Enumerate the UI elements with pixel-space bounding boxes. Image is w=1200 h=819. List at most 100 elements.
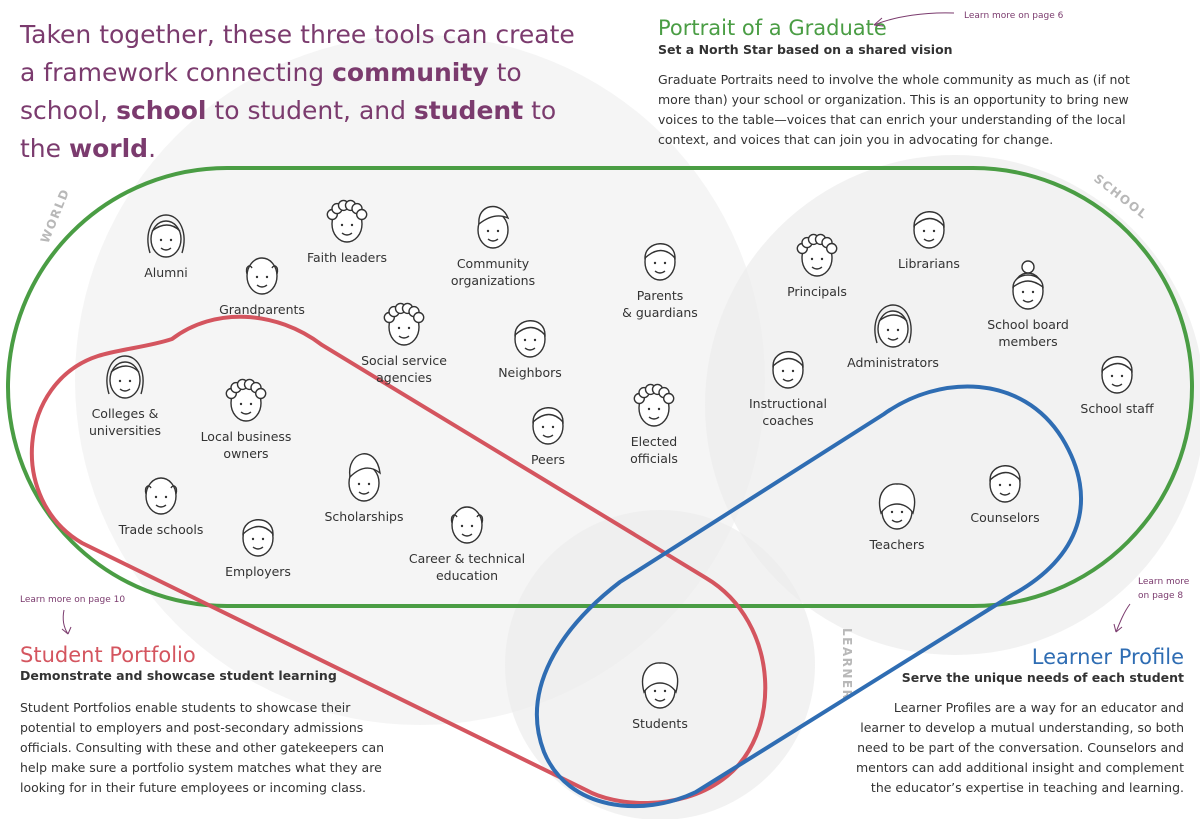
person-students: Students [632, 662, 688, 731]
portrait-subtitle: Set a North Star based on a shared visio… [658, 42, 953, 57]
person-label: Employers [225, 564, 291, 579]
person-neighbors: Neighbors [498, 320, 562, 380]
person-face-icon [225, 378, 267, 422]
person-label-line2: organizations [451, 273, 535, 288]
profile-arrow-icon [1113, 603, 1131, 633]
profile-body: Learner Profiles are a way for an educat… [855, 700, 1184, 795]
person-employers: Employers [225, 519, 291, 579]
person-trade: Trade schools [118, 477, 203, 537]
headline-emphasis-student: student [413, 96, 524, 125]
headline-emphasis-community: community [332, 58, 489, 87]
profile-loop [534, 384, 1084, 809]
person-administrators: Administrators [847, 304, 939, 370]
profile-learn-more-1[interactable]: Learn more [1138, 577, 1190, 587]
person-label: School staff [1080, 401, 1154, 416]
person-label: Social service [361, 353, 447, 368]
person-colleges: Colleges &universities [89, 355, 161, 438]
person-label-line2: & guardians [622, 305, 698, 320]
person-grandparents: Grandparents [219, 257, 305, 317]
person-face-icon [874, 304, 912, 348]
person-label: Career & technical [409, 551, 525, 566]
person-label-line2: coaches [762, 413, 813, 428]
person-label-line2: universities [89, 423, 161, 438]
person-label: Peers [531, 452, 565, 467]
person-label: School board [987, 317, 1069, 332]
person-label-line2: members [998, 334, 1057, 349]
person-librarians: Librarians [898, 211, 960, 271]
person-label-line2: agencies [376, 370, 432, 385]
person-label: Students [632, 716, 688, 731]
headline-text: to the [20, 96, 557, 163]
portrait-loop [6, 166, 1194, 608]
person-face-icon [242, 519, 274, 557]
profile-learn-more-2[interactable]: on page 8 [1138, 591, 1184, 601]
person-label: Teachers [869, 537, 925, 552]
person-label: Faith leaders [307, 250, 387, 265]
portfolio-learn-more[interactable]: Learn more on page 10 [20, 595, 126, 605]
headline-text: to school, [20, 58, 522, 125]
person-label-line2: education [436, 568, 498, 583]
person-face-icon [641, 662, 679, 709]
person-face-icon [450, 506, 484, 544]
person-label: Librarians [898, 256, 960, 271]
person-community: Community organizations [451, 206, 535, 288]
person-label: Parents [637, 288, 684, 303]
headline-text: Taken together, these three tools can cr… [20, 20, 575, 87]
headline-emphasis-school: school [116, 96, 207, 125]
person-label: Community [457, 256, 530, 271]
headline-text: . [148, 134, 157, 163]
portrait-learn-more[interactable]: Learn more on page 6 [964, 11, 1064, 21]
person-face-icon [633, 383, 675, 427]
person-label-line2: officials [630, 451, 678, 466]
person-faith: Faith leaders [307, 199, 387, 265]
headline-emphasis-world: world [68, 134, 149, 163]
person-label: Elected [631, 434, 677, 449]
person-social: Social service agencies [361, 302, 447, 385]
headline: Taken together, these three tools can cr… [20, 16, 580, 168]
portrait-body: Graduate Portraits need to involve the w… [658, 72, 1130, 147]
profile-subtitle: Serve the unique needs of each student [901, 670, 1184, 685]
person-face-icon [147, 214, 185, 258]
person-scholarships: Scholarships [324, 453, 404, 524]
person-face-icon [106, 355, 144, 399]
person-principals: Principals [787, 233, 847, 299]
person-face-icon [326, 199, 368, 243]
portrait-arrow-icon [873, 12, 955, 27]
profile-title: Learner Profile [1031, 645, 1184, 669]
person-face-icon [144, 477, 178, 515]
person-face-icon [796, 233, 838, 277]
portfolio-subtitle: Demonstrate and showcase student learnin… [20, 668, 337, 683]
person-face-icon [913, 211, 945, 249]
portfolio-arrow-icon [61, 609, 72, 635]
person-counselors: Counselors [970, 465, 1040, 525]
person-label: Neighbors [498, 365, 562, 380]
person-label: Local business [201, 429, 292, 444]
person-elected: Elected officials [630, 383, 678, 466]
person-schoolstaff: School staff [1080, 356, 1154, 416]
person-face-icon [348, 453, 381, 502]
person-label: Counselors [970, 510, 1039, 525]
person-alumni: Alumni [144, 214, 188, 280]
person-face-icon [383, 302, 425, 346]
person-teachers: Teachers [869, 483, 925, 552]
person-label: Principals [787, 284, 847, 299]
person-face-icon [1101, 356, 1133, 394]
person-label: Grandparents [219, 302, 305, 317]
portfolio-body: Student Portfolios enable students to sh… [20, 700, 385, 795]
person-face-icon [532, 407, 564, 445]
portfolio-title: Student Portfolio [20, 643, 196, 667]
person-face-icon [245, 257, 279, 295]
portrait-title: Portrait of a Graduate [658, 16, 887, 40]
person-face-icon [772, 351, 804, 389]
person-face-icon [644, 243, 676, 281]
person-label: Scholarships [324, 509, 403, 524]
person-face-icon [477, 206, 510, 249]
person-career: Career & technical education [409, 506, 525, 583]
person-schoolboard: School board members [987, 260, 1069, 349]
person-parents: Parents & guardians [622, 243, 698, 320]
